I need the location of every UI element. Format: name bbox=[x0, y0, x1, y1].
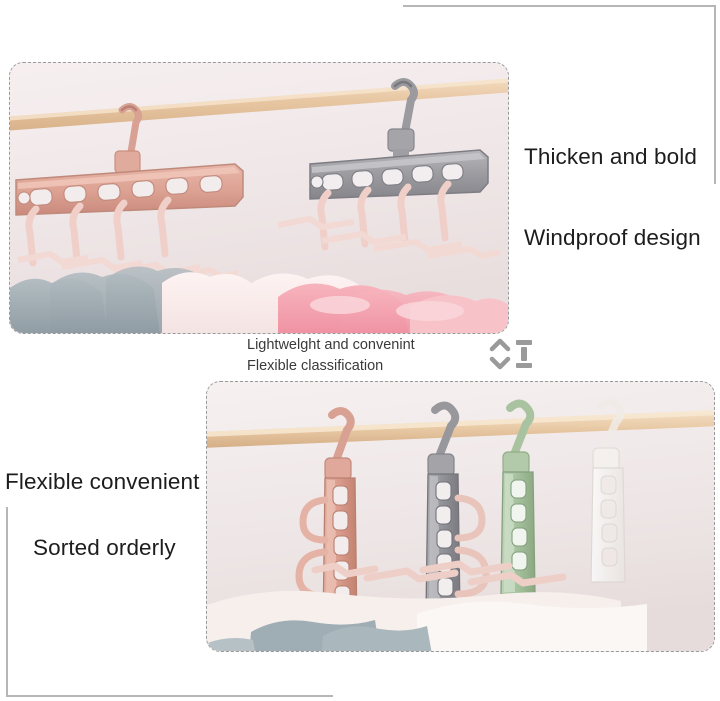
gauge-bottom-bar-icon bbox=[516, 363, 532, 368]
frame-rule-right bbox=[714, 5, 716, 184]
frame-rule-bottom-left bbox=[6, 695, 333, 697]
hangers-horizontal-illustration bbox=[10, 63, 508, 333]
caption-lightweight-line2: Flexible classification bbox=[247, 358, 384, 375]
caption-sorted-orderly: Sorted orderly bbox=[33, 535, 176, 560]
up-down-adjust-icon-svg bbox=[489, 338, 532, 370]
wooden-rod bbox=[207, 410, 714, 448]
caption-lightweight-line1: Lightwelght and convenint bbox=[247, 337, 415, 353]
garments-bottom bbox=[207, 590, 647, 651]
photo-hangers-horizontal bbox=[9, 62, 509, 334]
caption-windproof-design: Windproof design bbox=[524, 225, 701, 250]
garments-pink bbox=[246, 273, 508, 333]
hangers-vertical-illustration bbox=[207, 382, 714, 651]
hanger-rose bbox=[15, 103, 244, 216]
photo-hangers-vertical-canvas bbox=[207, 382, 714, 651]
chevron-up-icon bbox=[489, 338, 511, 352]
up-down-adjust-icon bbox=[488, 336, 534, 372]
sub-hanger-arms-right bbox=[277, 216, 501, 259]
sub-hangers-left bbox=[25, 196, 172, 267]
gauge-top-bar-icon bbox=[516, 340, 532, 345]
gauge-stem-icon bbox=[521, 347, 527, 361]
caption-lightweight-block: Lightwelght and convenint Flexible class… bbox=[247, 335, 415, 377]
caption-thicken-and-bold: Thicken and bold bbox=[524, 144, 697, 169]
photo-hangers-horizontal-canvas bbox=[10, 63, 508, 333]
frame-rule-top-right bbox=[403, 5, 715, 7]
sub-hangers-right bbox=[317, 180, 452, 251]
chevron-down-icon bbox=[489, 356, 511, 370]
hanger-vertical-white bbox=[590, 397, 626, 583]
cross-hangers bbox=[311, 560, 567, 587]
frame-rule-left bbox=[6, 507, 8, 697]
photo-hangers-vertical bbox=[206, 381, 715, 652]
caption-flexible-convenient: Flexible convenient bbox=[5, 469, 200, 494]
garments-grey bbox=[10, 266, 264, 333]
